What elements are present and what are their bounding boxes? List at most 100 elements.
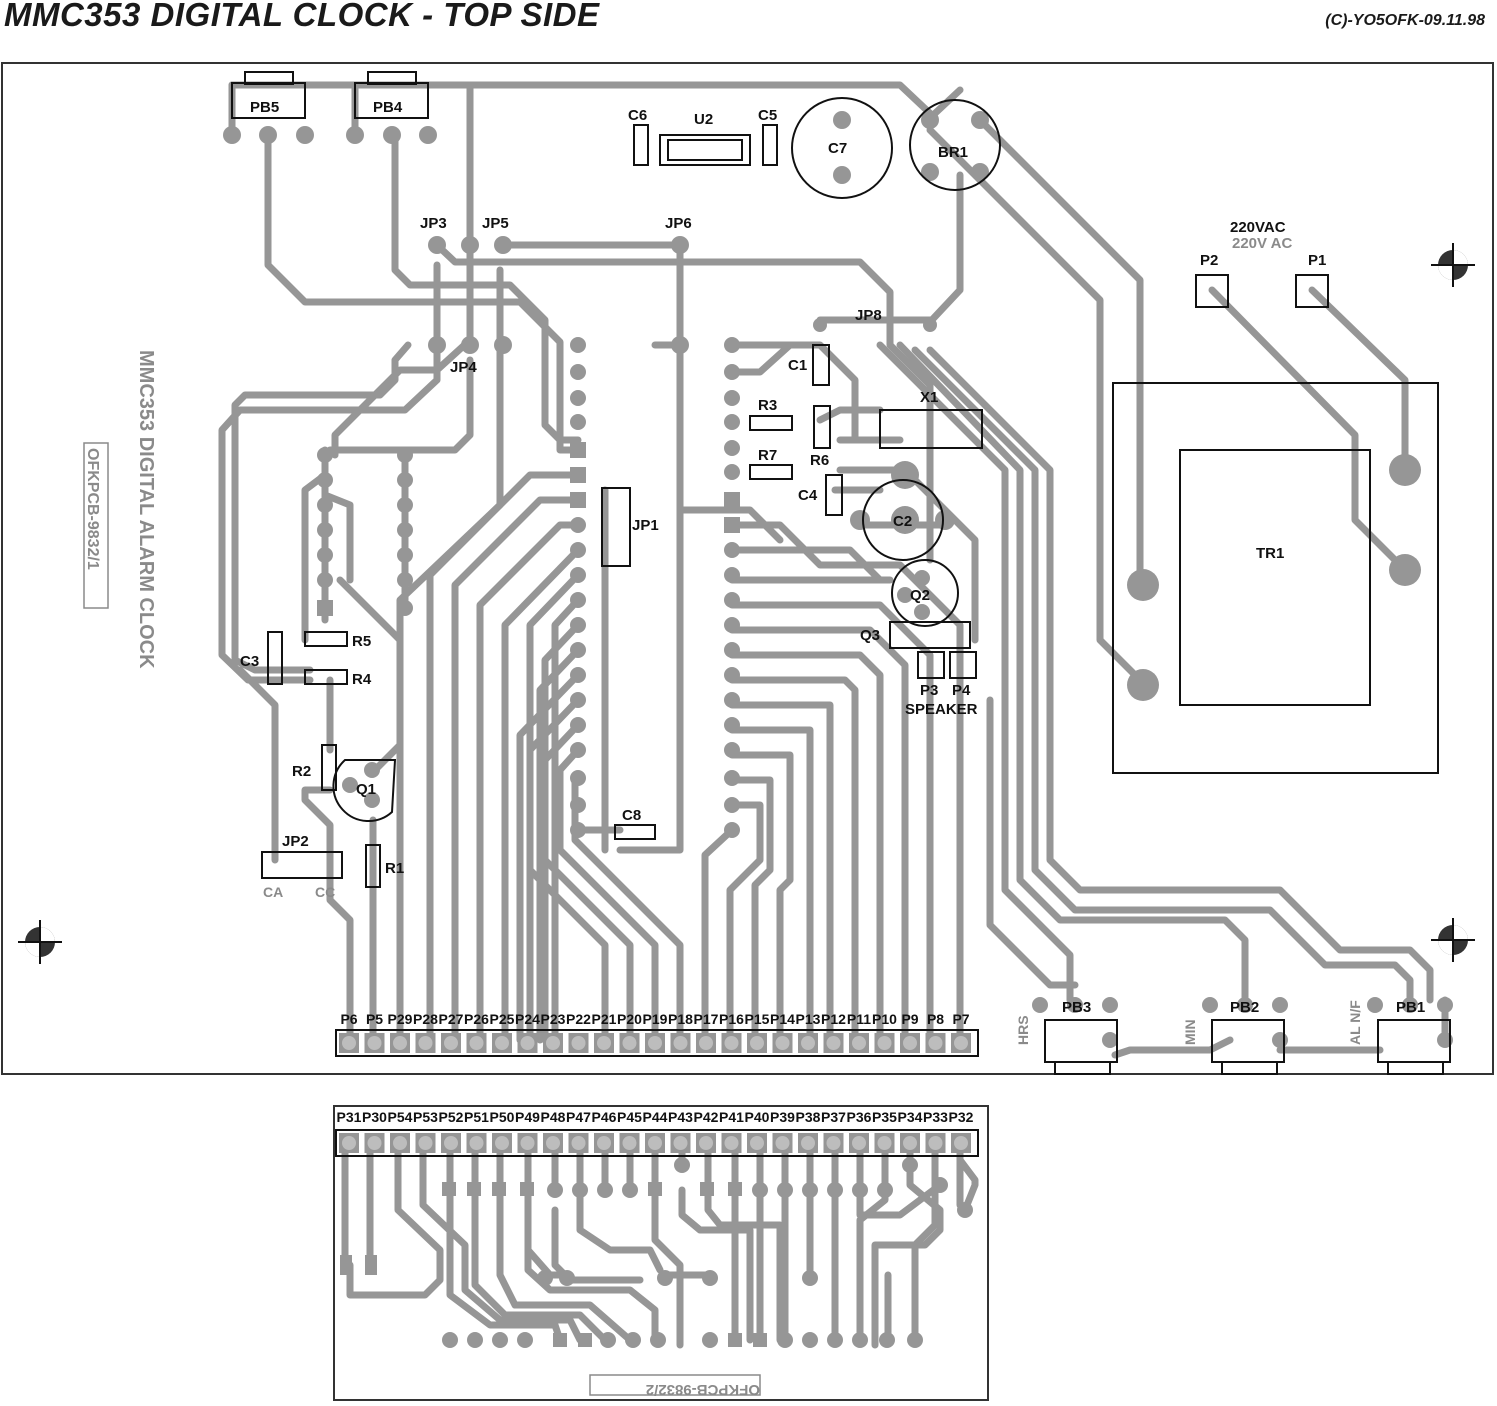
- speaker-label: SPEAKER: [905, 701, 978, 718]
- label-p2: P2: [1200, 252, 1218, 269]
- main-edge-pin-label: P24: [515, 1011, 540, 1027]
- display-edge-pin-hole: [546, 1136, 560, 1150]
- main-edge-pin-hole: [673, 1036, 688, 1050]
- mains-label-alt: 220V AC: [1232, 235, 1292, 252]
- display-edge-pin-label: P52: [439, 1109, 464, 1125]
- main-edge-pin-hole: [367, 1036, 382, 1050]
- display-edge-pin-hole: [622, 1136, 637, 1150]
- label-r3: R3: [758, 397, 777, 414]
- hrs-label: HRS: [1015, 1015, 1031, 1045]
- main-edge-pin-label: P17: [694, 1011, 719, 1027]
- display-edge-pin-label: P53: [413, 1109, 438, 1125]
- label-u2: U2: [694, 111, 713, 128]
- main-edge-pin-hole: [775, 1036, 790, 1050]
- display-edge-pin-hole: [648, 1136, 662, 1150]
- label-c8: C8: [622, 807, 641, 824]
- display-edge-pin-label: P42: [694, 1109, 719, 1125]
- display-edge-pin-label: P48: [541, 1109, 566, 1125]
- main-edge-pin-label: P12: [821, 1011, 846, 1027]
- main-edge-pin-hole: [648, 1036, 662, 1050]
- display-edge-pin-label: P44: [643, 1109, 668, 1125]
- label-c7: C7: [828, 140, 847, 157]
- display-edge-pin-hole: [928, 1136, 943, 1150]
- display-edge-pin-label: P51: [464, 1109, 489, 1125]
- display-edge-pin-hole: [571, 1136, 586, 1150]
- label-c2: C2: [893, 513, 912, 530]
- display-edge-pin-label: P39: [770, 1109, 795, 1125]
- main-edge-pin-label: P28: [413, 1011, 438, 1027]
- label-c6: C6: [628, 107, 647, 124]
- main-board-outline: [1, 62, 1494, 1075]
- display-edge-pin-hole: [367, 1136, 382, 1150]
- component-labels: PB5 PB4 C6 U2 C5 C7 BR1 JP3 JP5 JP6 JP8 …: [83, 99, 1425, 1398]
- label-r7: R7: [758, 447, 777, 464]
- main-edge-pin-label: P11: [847, 1011, 871, 1027]
- jp2-label-ca: CA: [263, 884, 283, 900]
- main-edge-pin-hole: [903, 1036, 917, 1050]
- board-part-label: OFKPCB-9832/1: [84, 448, 101, 570]
- label-c3: C3: [240, 653, 259, 670]
- label-r5: R5: [352, 633, 371, 650]
- mains-label: 220VAC: [1230, 219, 1286, 236]
- main-edge-pin-hole: [342, 1036, 356, 1050]
- display-edge-pin-hole: [903, 1136, 917, 1150]
- main-edge-pin-label: P5: [366, 1011, 383, 1027]
- display-edge-pin-label: P47: [566, 1109, 591, 1125]
- label-c5: C5: [758, 107, 777, 124]
- label-pb5: PB5: [250, 99, 279, 116]
- label-r2: R2: [292, 763, 311, 780]
- display-board-outline: [333, 1105, 989, 1401]
- main-edge-connector: [339, 1033, 971, 1053]
- main-edge-pin-label: P26: [464, 1011, 489, 1027]
- main-edge-pin-hole: [520, 1036, 535, 1050]
- display-edge-pin-label: P35: [872, 1109, 897, 1125]
- label-jp4: JP4: [450, 359, 477, 376]
- display-edge-pin-label: P33: [923, 1109, 948, 1125]
- display-edge-pin-hole: [469, 1136, 484, 1150]
- display-edge-pin-label: P46: [592, 1109, 617, 1125]
- display-edge-pin-label: P54: [388, 1109, 413, 1125]
- alarm-label: AL N/F: [1347, 1000, 1363, 1045]
- main-edge-pin-hole: [495, 1036, 509, 1050]
- display-edge-pin-label: P50: [490, 1109, 515, 1125]
- display-edge-pin-hole: [801, 1136, 815, 1150]
- copyright-note: (C)-YO5OFK-09.11.98: [1325, 12, 1485, 29]
- main-edge-pin-hole: [801, 1036, 815, 1050]
- display-edge-pin-hole: [342, 1136, 356, 1150]
- main-edge-pin-hole: [826, 1036, 841, 1050]
- display-edge-pin-label: P45: [617, 1109, 642, 1125]
- display-edge-pin-hole: [520, 1136, 535, 1150]
- label-jp2: JP2: [282, 833, 309, 850]
- copper-traces: [218, 81, 1449, 1349]
- display-edge-pin-label: P37: [821, 1109, 846, 1125]
- display-edge-pin-hole: [724, 1136, 739, 1150]
- label-c4: C4: [798, 487, 818, 504]
- display-edge-pin-hole: [597, 1136, 611, 1150]
- display-edge-pin-hole: [673, 1136, 688, 1150]
- label-p1: P1: [1308, 252, 1326, 269]
- main-edge-pin-label: P19: [643, 1011, 668, 1027]
- main-edge-pin-hole: [954, 1036, 968, 1050]
- display-edge-pin-label: P32: [949, 1109, 974, 1125]
- display-edge-pin-label: P38: [796, 1109, 821, 1125]
- label-tr1: TR1: [1256, 545, 1284, 562]
- main-edge-pin-label: P20: [617, 1011, 642, 1027]
- label-c1: C1: [788, 357, 807, 374]
- jp2-label-cc: CC: [315, 884, 335, 900]
- main-edge-pin-label: P13: [796, 1011, 821, 1027]
- main-edge-pin-hole: [546, 1036, 560, 1050]
- main-edge-pin-hole: [571, 1036, 586, 1050]
- main-edge-pin-label: P16: [719, 1011, 744, 1027]
- display-board-part-label: OFKPCB-9832/2: [646, 1381, 760, 1398]
- display-edge-pin-hole: [495, 1136, 509, 1150]
- main-edge-pin-hole: [750, 1036, 764, 1050]
- display-edge-pin-label: P49: [515, 1109, 540, 1125]
- main-edge-pin-label: P15: [745, 1011, 770, 1027]
- display-board-part-label-frame: [589, 1374, 761, 1396]
- label-q2: Q2: [910, 587, 930, 604]
- label-pb1: PB1: [1396, 999, 1425, 1016]
- board-part-label-frame: [83, 442, 109, 609]
- main-edge-pin-hole: [877, 1036, 892, 1050]
- mounting-holes: [18, 243, 1475, 964]
- display-edge-pin-hole: [775, 1136, 790, 1150]
